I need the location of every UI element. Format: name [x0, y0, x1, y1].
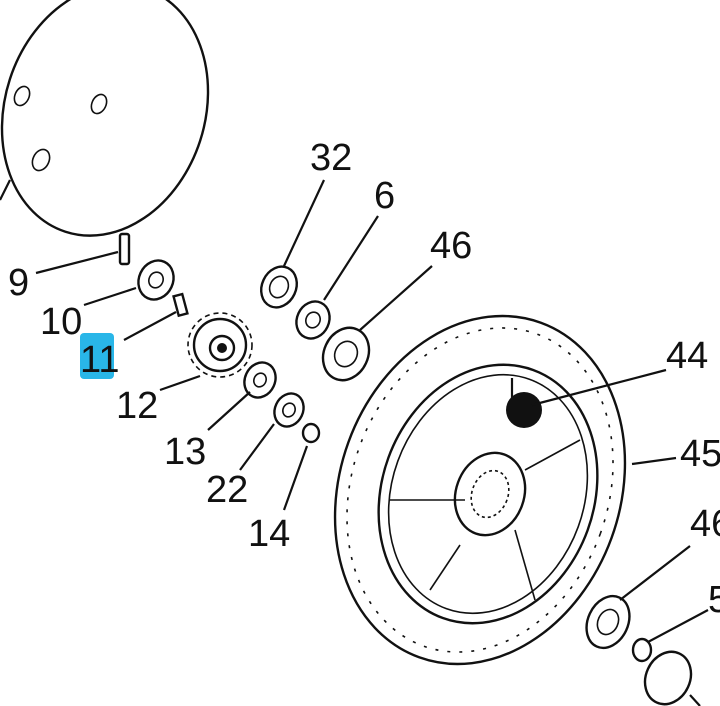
part-6-washer [295, 300, 331, 340]
wheel-cover-plate [0, 0, 210, 237]
part-10-washer [137, 259, 175, 301]
callout-22: 22 [206, 469, 248, 511]
callout-45: 45 [680, 433, 720, 475]
callout-6: 6 [374, 175, 395, 217]
part-9-pin [118, 232, 131, 266]
callout-12: 12 [116, 385, 158, 427]
callout-5: 5 [708, 579, 720, 621]
part-22-washer [273, 392, 305, 428]
part-44-marker [506, 378, 542, 428]
callout-14: 14 [248, 513, 290, 555]
callout-44: 44 [666, 335, 708, 377]
part-13-washer [243, 361, 277, 399]
part-14-clip [301, 422, 321, 444]
part-5-nut [631, 637, 653, 663]
part-45-wheel [333, 314, 627, 666]
callout-13: 13 [164, 431, 206, 473]
callout-46b: 46 [690, 503, 720, 545]
callout-10: 10 [40, 301, 82, 343]
callout-32: 32 [310, 137, 352, 179]
part-32-bearing [260, 265, 298, 309]
part-12-gear [187, 312, 253, 378]
hub-cap [643, 650, 701, 706]
leader-lines [35, 179, 709, 643]
part-46-bearing [321, 326, 371, 382]
part-46b-bearing [585, 594, 631, 650]
callout-11-highlight [80, 333, 114, 379]
callout-9: 9 [8, 262, 29, 304]
callout-46: 46 [430, 225, 472, 267]
part-11-key [172, 292, 189, 318]
callout-11: 11 [80, 339, 119, 381]
